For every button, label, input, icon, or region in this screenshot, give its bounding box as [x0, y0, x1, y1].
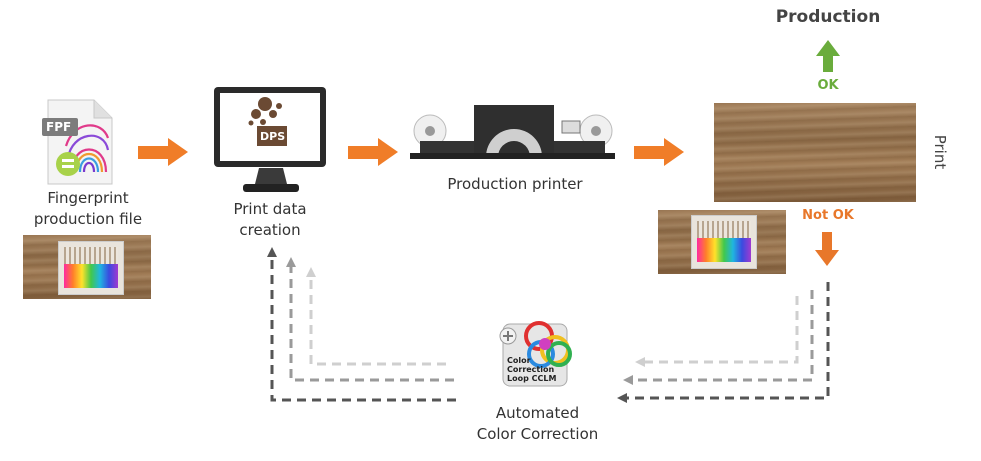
dps-badge-text: DPS	[260, 130, 286, 143]
color-chart	[58, 241, 124, 295]
print-wood-image	[714, 103, 916, 202]
flow-arrow-3	[634, 138, 684, 166]
not-ok-label: Not OK	[802, 208, 854, 223]
ccl-label-line2: Color Correction	[476, 425, 599, 443]
production-printer-icon	[410, 103, 615, 167]
fpf-test-print-image	[23, 235, 151, 299]
ccl-icon-line1: Color	[507, 356, 531, 365]
production-label: Production	[775, 7, 881, 27]
printer-label: Production printer	[447, 175, 583, 193]
print-data-label-line2: creation	[239, 221, 301, 239]
loop-line-light	[306, 267, 799, 367]
fpf-label-line2: production file	[33, 210, 143, 228]
color-correction-loop-icon: Color Correction Loop CCLM	[497, 318, 579, 390]
flow-arrow-2	[348, 138, 398, 166]
fpf-label-line1: Fingerprint	[47, 189, 129, 207]
loop-line-dark	[267, 247, 830, 403]
fpf-file-icon: FPF	[42, 98, 114, 186]
print-label: Print	[931, 134, 949, 170]
not-ok-test-print-image	[658, 210, 786, 274]
not-ok-arrow	[815, 232, 839, 266]
color-chart	[691, 215, 757, 269]
fpf-badge-text: FPF	[46, 120, 72, 134]
ok-label: OK	[817, 78, 839, 93]
ccl-icon-line2: Correction	[507, 365, 555, 374]
ccl-icon-line3: Loop CCLM	[507, 374, 557, 383]
print-data-label-line1: Print data	[233, 200, 307, 218]
ccl-label-line1: Automated	[495, 404, 580, 422]
flow-arrow-1	[138, 138, 188, 166]
loop-line-mid	[286, 257, 814, 385]
ok-arrow	[816, 40, 840, 72]
fpf-label: Fingerprint production file	[18, 188, 158, 230]
print-data-label: Print data creation	[205, 199, 335, 241]
monitor-icon: DPS	[213, 86, 329, 196]
ccl-label: Automated Color Correction	[455, 403, 620, 445]
ccl-icon-text: Color Correction Loop CCLM	[507, 356, 556, 383]
